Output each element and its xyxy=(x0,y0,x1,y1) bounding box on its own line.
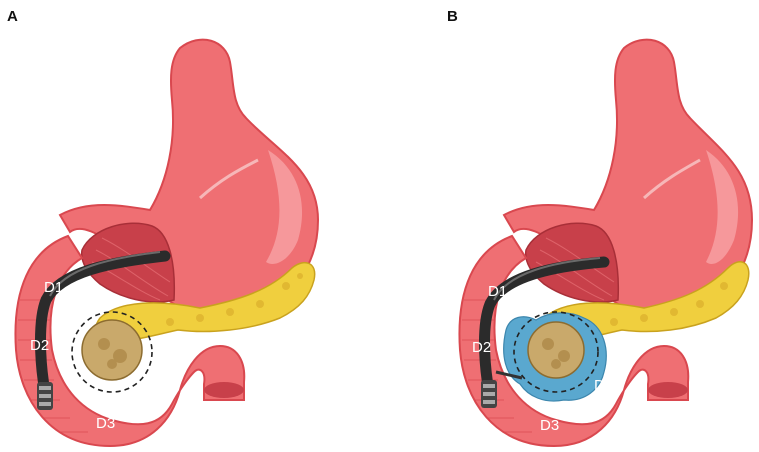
tumor xyxy=(82,320,142,380)
label-d1: D1 xyxy=(488,283,507,300)
label-d3: D3 xyxy=(540,417,559,434)
label-d2: D2 xyxy=(30,337,49,354)
label-d4: D4 xyxy=(152,375,171,392)
jejunum-lumen xyxy=(648,382,688,398)
jejunum-lumen xyxy=(204,382,244,398)
tumor xyxy=(528,322,584,378)
label-d4: D4 xyxy=(594,377,613,394)
panel-b: B xyxy=(380,0,759,452)
label-d3: D3 xyxy=(96,415,115,432)
label-d2: D2 xyxy=(472,339,491,356)
gastroduodenal-illustration: D1 D2 D3 D4 xyxy=(0,0,380,452)
label-d1: D1 xyxy=(44,279,63,296)
panel-a: A D1 D2 D3 xyxy=(0,0,380,452)
gastroduodenal-illustration: D1 D2 D3 D4 xyxy=(380,0,759,452)
